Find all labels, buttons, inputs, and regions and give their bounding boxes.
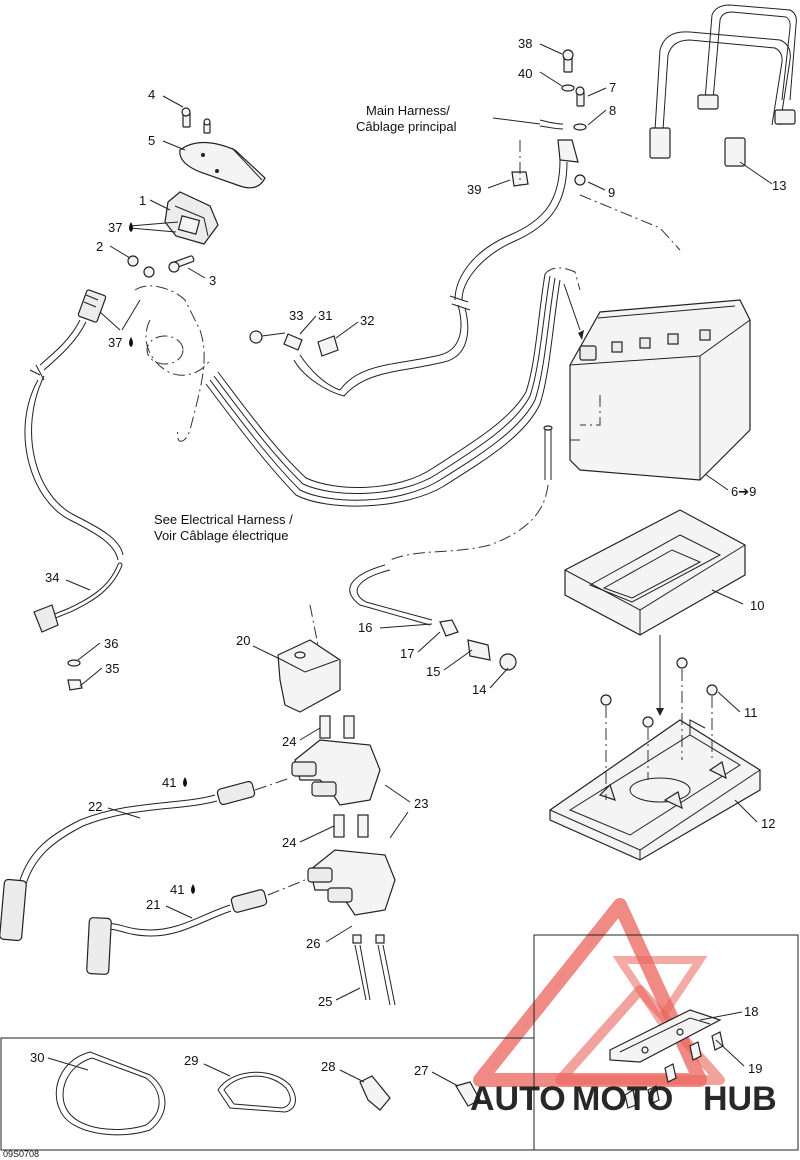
callout-labels: 1 2 3 4 5 6➔9 7 8 9 10 11 12 13 14 15 16… [30, 36, 786, 1078]
watermark-text: AUTO MOTO HUB [470, 1080, 777, 1118]
callout-19: 19 [748, 1061, 762, 1076]
see-harness-label-en: See Electrical Harness / [154, 512, 293, 527]
callout-6: 6➔9 [731, 484, 756, 499]
callout-12: 12 [761, 816, 775, 831]
callout-3: 3 [209, 273, 216, 288]
parts-left-cable [24, 289, 124, 691]
callout-27: 27 [414, 1063, 428, 1078]
callout-26: 26 [306, 936, 320, 951]
callout-35: 35 [105, 661, 119, 676]
callout-17: 17 [400, 646, 414, 661]
callout-22: 22 [88, 799, 102, 814]
callout-33: 33 [289, 308, 303, 323]
drop-icon [183, 777, 187, 787]
parts-inset-clamps [55, 1051, 481, 1136]
watermark-part2: MOTO [572, 1080, 673, 1118]
callout-31: 31 [318, 308, 332, 323]
callout-41b: 41 [170, 882, 184, 897]
watermark-part3: HUB [703, 1080, 777, 1118]
callout-16: 16 [358, 620, 372, 635]
callout-37a: 37 [108, 220, 122, 235]
callout-38: 38 [518, 36, 532, 51]
callout-39: 39 [467, 182, 481, 197]
inset-box-right [533, 934, 799, 1151]
callout-15: 15 [426, 664, 440, 679]
callout-18: 18 [744, 1004, 758, 1019]
callout-34: 34 [45, 570, 59, 585]
diagram-code: 09S0708 [3, 1149, 39, 1159]
leader-lines [47, 43, 773, 1087]
callout-24a: 24 [282, 734, 296, 749]
callout-36: 36 [104, 636, 118, 651]
callout-41a: 41 [162, 775, 176, 790]
callout-24b: 24 [282, 835, 296, 850]
callout-11: 11 [744, 705, 758, 720]
drop-icon [129, 222, 133, 232]
main-harness-label-fr: Câblage principal [356, 119, 457, 134]
callout-10: 10 [750, 598, 764, 613]
callout-37b: 37 [108, 335, 122, 350]
callout-8: 8 [609, 103, 616, 118]
callout-7: 7 [609, 80, 616, 95]
callout-25: 25 [318, 994, 332, 1009]
callout-5: 5 [148, 133, 155, 148]
parts-vent-tube [349, 425, 553, 671]
drop-icon [129, 337, 133, 347]
callout-32: 32 [360, 313, 374, 328]
parts-battery-tray [564, 509, 746, 636]
callout-21: 21 [146, 897, 160, 912]
callout-29: 29 [184, 1053, 198, 1068]
watermark-part1: AUTO [470, 1080, 566, 1118]
parts-battery-support [549, 635, 761, 861]
parts-battery-cables [249, 49, 681, 397]
drop-icons [129, 222, 195, 894]
callout-28: 28 [321, 1059, 335, 1074]
callout-23: 23 [414, 796, 428, 811]
parts-switch-assembly [127, 107, 266, 442]
parts-main-harness-bundle [205, 267, 581, 507]
parts-ignition-coils [277, 604, 396, 1006]
callout-14: 14 [472, 682, 486, 697]
callout-1: 1 [139, 193, 146, 208]
callout-2: 2 [96, 239, 103, 254]
see-harness-label-fr: Voir Câblage électrique [154, 528, 288, 543]
callout-20: 20 [236, 633, 250, 648]
drop-icon [191, 884, 195, 894]
parts-battery [563, 283, 751, 481]
parts-inset-bracket [609, 1009, 724, 1109]
callout-4: 4 [148, 87, 155, 102]
callout-9: 9 [608, 185, 615, 200]
parts-hold-down-strap [649, 4, 797, 167]
parts-spark-plug-cables [0, 777, 306, 975]
callout-30: 30 [30, 1050, 44, 1065]
watermark-logo [473, 898, 725, 1087]
main-harness-label-en: Main Harness/ [366, 103, 450, 118]
callout-40: 40 [518, 66, 532, 81]
callout-13: 13 [772, 178, 786, 193]
